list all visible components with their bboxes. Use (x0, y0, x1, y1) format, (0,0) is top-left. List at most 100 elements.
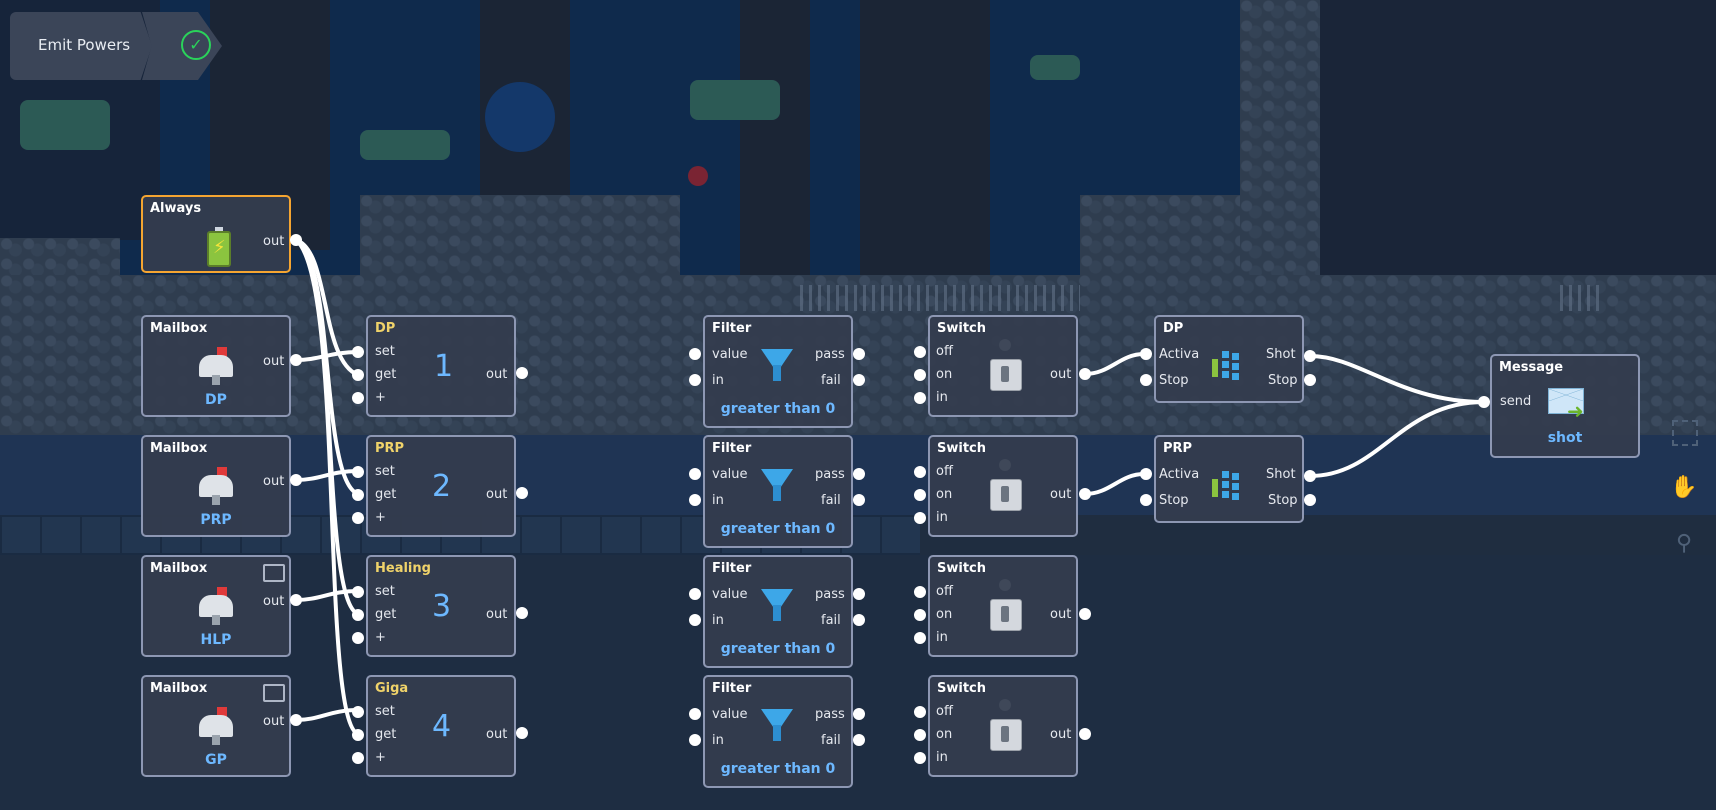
sequencer-node-prp[interactable]: PRP Activa Stop Shot Stop (1154, 435, 1304, 523)
counter-prp-plus-pin[interactable] (352, 512, 364, 524)
mailbox-node-hlp[interactable]: Mailbox out HLP (141, 555, 291, 657)
out-port-label: out (1050, 727, 1072, 742)
switch-3-off-pin[interactable] (914, 586, 926, 598)
switch-2-out-pin[interactable] (1079, 488, 1091, 500)
filter-3-fail-pin[interactable] (853, 614, 865, 626)
counter-giga-plus-pin[interactable] (352, 752, 364, 764)
switch-2-on-pin[interactable] (914, 489, 926, 501)
filter-4-pass-pin[interactable] (853, 708, 865, 720)
filter-1-pass-pin[interactable] (853, 348, 865, 360)
switch-4-off-pin[interactable] (914, 706, 926, 718)
filter-3-in-pin[interactable] (689, 614, 701, 626)
message-node[interactable]: Message send ➜ shot (1490, 354, 1640, 458)
mailbox-gp-out-pin[interactable] (290, 714, 302, 726)
counter-healing-set-pin[interactable] (352, 586, 364, 598)
out-port-label: out (263, 354, 285, 369)
message-send-pin[interactable] (1478, 396, 1490, 408)
counter-dp-plus-pin[interactable] (352, 392, 364, 404)
mailbox-dp-out-pin[interactable] (290, 354, 302, 366)
switch-1-on-pin[interactable] (914, 369, 926, 381)
counter-giga-set-pin[interactable] (352, 706, 364, 718)
node-title: Switch (937, 441, 987, 456)
counter-value: 1 (434, 349, 454, 384)
filter-2-pass-pin[interactable] (853, 468, 865, 480)
sequencer-prp-activate-pin[interactable] (1140, 468, 1152, 480)
counter-dp-set-pin[interactable] (352, 346, 364, 358)
mailbox-node-dp[interactable]: Mailbox out DP (141, 315, 291, 417)
counter-node-healing[interactable]: Healing set get + 3 out (366, 555, 516, 657)
counter-prp-set-pin[interactable] (352, 466, 364, 478)
counter-node-prp[interactable]: PRP set get + 2 out (366, 435, 516, 537)
counter-healing-get-pin[interactable] (352, 609, 364, 621)
counter-healing-out-pin[interactable] (516, 607, 528, 619)
sequencer-dp-activate-pin[interactable] (1140, 348, 1152, 360)
switch-4-out-pin[interactable] (1079, 728, 1091, 740)
switch-node-2[interactable]: Switch off on in out (928, 435, 1078, 537)
switch-node-1[interactable]: Switch off on in out (928, 315, 1078, 417)
counter-prp-out-pin[interactable] (516, 487, 528, 499)
counter-node-giga[interactable]: Giga set get + 4 out (366, 675, 516, 777)
counter-dp-out-pin[interactable] (516, 367, 528, 379)
out-port-label: out (1050, 607, 1072, 622)
mailbox-hlp-out-pin[interactable] (290, 594, 302, 606)
counter-giga-out-pin[interactable] (516, 727, 528, 739)
filter-2-value-pin[interactable] (689, 468, 701, 480)
switch-1-off-pin[interactable] (914, 346, 926, 358)
switch-3-out-pin[interactable] (1079, 608, 1091, 620)
behavior-title-bar[interactable]: Emit Powers ✓ (10, 12, 222, 80)
sequencer-prp-stop-out-pin[interactable] (1304, 494, 1316, 506)
switch-2-off-pin[interactable] (914, 466, 926, 478)
counter-node-dp[interactable]: DP set get + 1 out (366, 315, 516, 417)
funnel-icon (761, 709, 793, 743)
sequencer-dp-stop-out-pin[interactable] (1304, 374, 1316, 386)
node-title: PRP (375, 441, 405, 456)
counter-prp-get-pin[interactable] (352, 489, 364, 501)
stop-out-port-label: Stop (1268, 493, 1298, 508)
filter-node-3[interactable]: Filter value in pass fail greater than 0 (703, 555, 853, 668)
filter-1-value-pin[interactable] (689, 348, 701, 360)
mailbox-prp-out-pin[interactable] (290, 474, 302, 486)
switch-3-in-pin[interactable] (914, 632, 926, 644)
sequencer-node-dp[interactable]: DP Activa Stop Shot Stop (1154, 315, 1304, 403)
filter-3-pass-pin[interactable] (853, 588, 865, 600)
mailbox-node-prp[interactable]: Mailbox out PRP (141, 435, 291, 537)
switch-4-in-pin[interactable] (914, 752, 926, 764)
sequencer-dp-shot-pin[interactable] (1304, 350, 1316, 362)
filter-1-fail-pin[interactable] (853, 374, 865, 386)
select-tool-icon[interactable] (1672, 420, 1698, 446)
switch-1-in-pin[interactable] (914, 392, 926, 404)
switch-4-on-pin[interactable] (914, 729, 926, 741)
always-out-pin[interactable] (290, 234, 302, 246)
sequencer-dp-stop-in-pin[interactable] (1140, 374, 1152, 386)
counter-giga-get-pin[interactable] (352, 729, 364, 741)
hand-tool-icon[interactable]: ✋ (1670, 475, 1698, 500)
node-title: Giga (375, 681, 409, 696)
switch-1-out-pin[interactable] (1079, 368, 1091, 380)
filter-node-2[interactable]: Filter value in pass fail greater than 0 (703, 435, 853, 548)
filter-2-fail-pin[interactable] (853, 494, 865, 506)
counter-dp-get-pin[interactable] (352, 369, 364, 381)
switch-2-in-pin[interactable] (914, 512, 926, 524)
sequencer-prp-shot-pin[interactable] (1304, 470, 1316, 482)
filter-2-in-pin[interactable] (689, 494, 701, 506)
stone-ledge (360, 195, 680, 277)
filter-node-1[interactable]: Filter value in pass fail greater than 0 (703, 315, 853, 428)
mailbox-node-gp[interactable]: Mailbox out GP (141, 675, 291, 777)
filter-4-value-pin[interactable] (689, 708, 701, 720)
switch-node-3[interactable]: Switch off on in out (928, 555, 1078, 657)
filter-3-value-pin[interactable] (689, 588, 701, 600)
always-node[interactable]: Always ⚡ out (141, 195, 291, 273)
counter-healing-plus-pin[interactable] (352, 632, 364, 644)
tree-trunk (740, 0, 810, 280)
filter-node-4[interactable]: Filter value in pass fail greater than 0 (703, 675, 853, 788)
switch-3-on-pin[interactable] (914, 609, 926, 621)
comment-icon[interactable] (263, 564, 285, 582)
title-tab[interactable] (10, 12, 152, 80)
filter-4-in-pin[interactable] (689, 734, 701, 746)
sequencer-prp-stop-in-pin[interactable] (1140, 494, 1152, 506)
filter-4-fail-pin[interactable] (853, 734, 865, 746)
comment-icon[interactable] (263, 684, 285, 702)
filter-1-in-pin[interactable] (689, 374, 701, 386)
switch-node-4[interactable]: Switch off on in out (928, 675, 1078, 777)
zoom-tool-icon[interactable]: ⚲ (1675, 531, 1693, 556)
